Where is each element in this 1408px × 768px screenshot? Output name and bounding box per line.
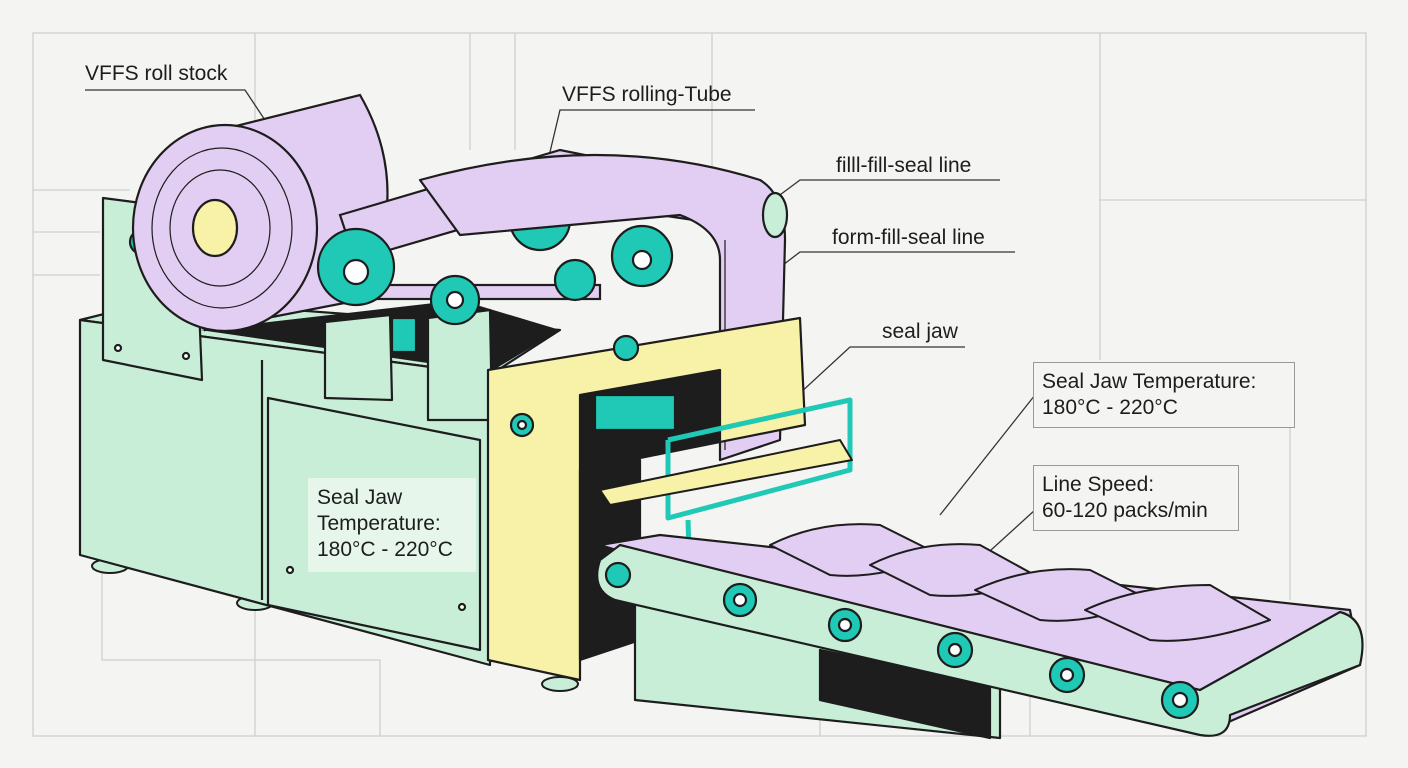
- label-seal-jaw: seal jaw: [882, 320, 959, 343]
- conveyor-belt: [596, 533, 1364, 737]
- seal-jaw-label-line2: Temperature:: [317, 512, 441, 535]
- seal-jaw-temperature-range: 180°C - 220°C: [317, 538, 453, 561]
- line-speed-callout: Line Speed: 60-120 packs/min: [1033, 465, 1239, 531]
- label-roll-stock: VFFS roll stock: [85, 62, 228, 85]
- sealing-frame: [486, 316, 807, 682]
- line-speed-value: 60-120 packs/min: [1042, 499, 1208, 522]
- label-filll-fill-seal-line: filll-fill-seal line: [836, 154, 971, 177]
- label-form-fill-seal-line: form-fill-seal line: [832, 226, 985, 249]
- seal-jaw-temperature-callout-left: Seal Jaw Temperature: 180°C - 220°C: [308, 478, 476, 572]
- label-rolling-tube: VFFS rolling-Tube: [562, 83, 732, 106]
- seal-jaw-temperature-value: 180°C - 220°C: [1042, 396, 1178, 419]
- seal-jaw-temperature-callout: Seal Jaw Temperature: 180°C - 220°C: [1033, 362, 1295, 428]
- seal-jaw-temperature-label: Seal Jaw Temperature:: [1042, 370, 1257, 393]
- roller-brackets: [323, 308, 494, 422]
- filled-packs: [769, 523, 1271, 642]
- blueprint-grid: [32, 32, 1367, 737]
- conveyor-support: [633, 598, 1002, 740]
- seal-jaw-label-line1: Seal Jaw: [317, 486, 403, 509]
- line-speed-label: Line Speed:: [1042, 473, 1155, 496]
- part-labels: VFFS roll stock VFFS rolling-Tube filll-…: [85, 62, 985, 343]
